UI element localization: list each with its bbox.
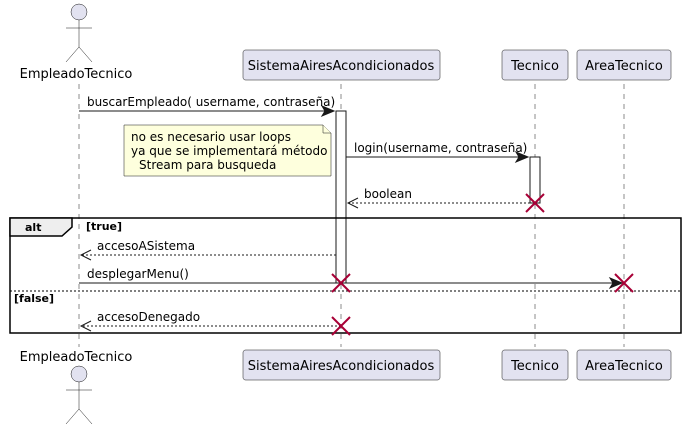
fragment-tab (9, 217, 73, 237)
participant-area-top: AreaTecnico (576, 49, 672, 81)
arrow-right-icon (514, 150, 530, 164)
participant-tecnico-bottom: Tecnico (501, 349, 569, 381)
note-line-2: ya que se implementará método (131, 144, 327, 158)
message-buscar-label: buscarEmpleado( username, contraseña) (87, 95, 335, 109)
message-login-label: login(username, contraseña) (354, 141, 527, 155)
message-boolean: boolean (346, 187, 530, 209)
participant-area-bottom: AreaTecnico (576, 349, 672, 381)
destroy-tecnico-icon (525, 193, 545, 213)
arrow-left-icon (79, 320, 92, 332)
actor-empleado-top-label: EmpleadoTecnico (20, 67, 133, 82)
participant-box (242, 349, 441, 381)
message-acceso: accesoASistema (79, 239, 336, 261)
participant-box (501, 349, 569, 381)
participant-tecnico-top-label: Tecnico (510, 59, 559, 74)
participant-area-bottom-label: AreaTecnico (585, 359, 663, 374)
participant-box (576, 349, 672, 381)
actor-empleado-bottom: EmpleadoTecnico (20, 350, 133, 425)
message-denegado-label: accesoDenegado (97, 310, 200, 324)
arrow-left-icon (79, 249, 92, 261)
actor-body-icon (65, 20, 93, 63)
participant-sistema-top: SistemaAiresAcondicionados (242, 49, 441, 81)
arrow-right-icon (320, 104, 336, 118)
participant-tecnico-bottom-label: Tecnico (510, 359, 559, 374)
destroy-area-icon (614, 273, 634, 293)
actor-empleado-top: EmpleadoTecnico (20, 3, 133, 82)
note-box (123, 124, 332, 177)
note-fold (322, 125, 331, 134)
note-line-1: no es necesario usar loops (131, 130, 291, 144)
message-denegado: accesoDenegado (79, 310, 341, 332)
actor-body-icon (65, 382, 93, 425)
participant-sistema-bottom: SistemaAiresAcondicionados (242, 349, 441, 381)
actor-head-icon (70, 365, 88, 383)
participant-area-top-label: AreaTecnico (585, 59, 663, 74)
note-line-3: Stream para busqueda (139, 158, 276, 172)
message-boolean-label: boolean (364, 187, 412, 201)
actor-head-icon (70, 3, 88, 21)
activation-sistema (335, 110, 347, 284)
destroy-sistema-icon (331, 273, 351, 293)
message-desplegar: desplegarMenu() (79, 267, 624, 290)
message-desplegar-label: desplegarMenu() (87, 267, 189, 281)
activation-tecnico (529, 156, 541, 204)
participant-box (242, 49, 441, 81)
actor-empleado-bottom-label: EmpleadoTecnico (20, 350, 133, 365)
note: no es necesario usar loops ya que se imp… (123, 124, 332, 177)
participant-box (576, 49, 672, 81)
arrow-right-icon (608, 276, 624, 290)
participant-sistema-top-label: SistemaAiresAcondicionados (248, 59, 435, 74)
message-login: login(username, contraseña) (346, 141, 530, 164)
participant-box (501, 49, 569, 81)
guard-false: [false] (14, 292, 54, 305)
alt-fragment: alt [true] [false] (9, 217, 682, 334)
participant-sistema-bottom-label: SistemaAiresAcondicionados (248, 359, 435, 374)
fragment-frame (9, 217, 682, 334)
participant-tecnico-top: Tecnico (501, 49, 569, 81)
fragment-keyword: alt (25, 221, 41, 234)
arrow-left-icon (346, 197, 359, 209)
message-buscar: buscarEmpleado( username, contraseña) (79, 95, 336, 118)
guard-true: [true] (86, 220, 122, 233)
message-acceso-label: accesoASistema (97, 239, 195, 253)
destroy-sistema-2-icon (331, 316, 351, 336)
